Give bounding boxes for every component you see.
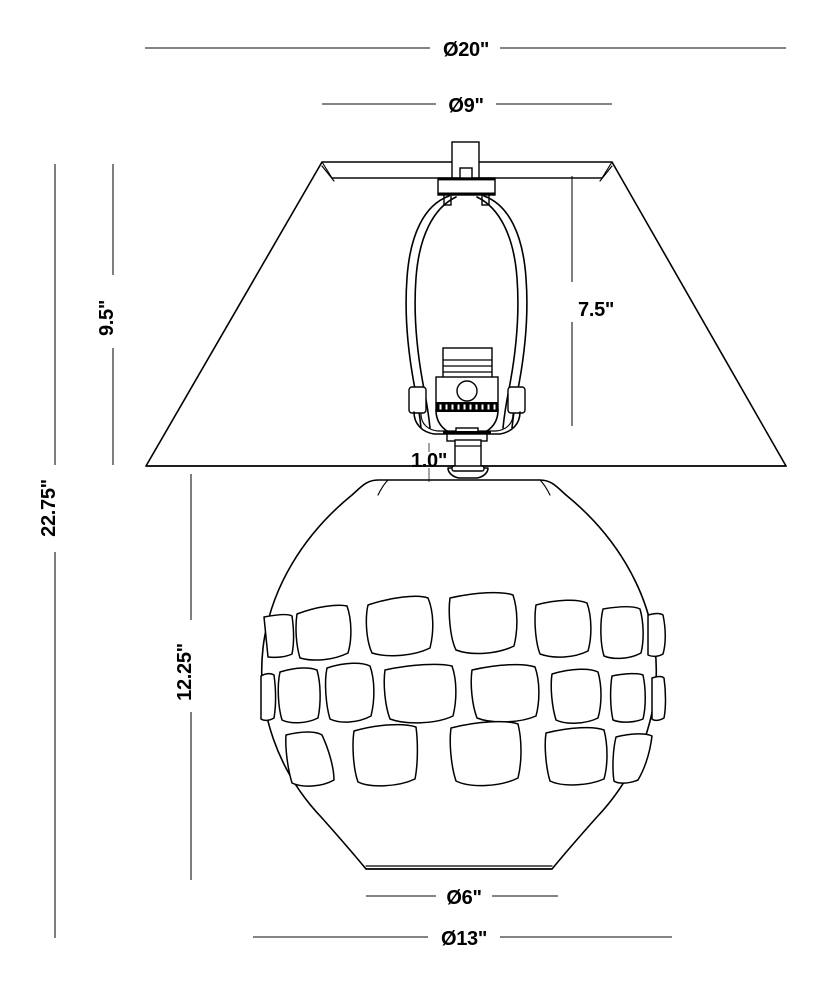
dim-label-harp-height: 7.5" <box>578 299 614 321</box>
body-shoulder-right <box>539 479 551 496</box>
cutout <box>470 663 540 723</box>
dim-overall-height: 22.75" <box>38 164 60 938</box>
dim-body-max-diameter: Ø13" <box>253 928 672 950</box>
cutout-row-3 <box>285 720 653 787</box>
harp <box>405 195 528 435</box>
cutout <box>448 591 518 655</box>
dim-label-body-max-diameter: Ø13" <box>441 928 487 950</box>
body-cutout-pattern <box>260 591 667 787</box>
neck-collar <box>447 467 489 479</box>
neck-column <box>454 439 482 469</box>
dim-base-foot-diameter: Ø6" <box>366 887 558 909</box>
cutout <box>352 723 419 787</box>
shade-rim-right-bevel <box>599 165 613 182</box>
cutout <box>612 733 653 784</box>
cutout <box>260 672 277 722</box>
dim-label-overall-height: 22.75" <box>38 479 60 537</box>
shade-rim-left-bevel <box>321 165 335 182</box>
harp-ferrule-right <box>507 386 526 414</box>
dim-harp-height: 7.5" <box>571 176 614 426</box>
cutout <box>651 675 667 722</box>
cutout-row-1 <box>263 591 666 661</box>
cutout <box>365 595 434 657</box>
cutout <box>449 720 522 787</box>
dim-label-base-foot-diameter: Ø6" <box>446 887 481 909</box>
fitting-plate-bottom-edge <box>438 192 495 195</box>
dim-shade-top-diameter: Ø9" <box>322 95 612 117</box>
dim-shade-bottom-diameter: Ø20" <box>145 39 786 61</box>
socket-knurl-band <box>436 402 498 412</box>
cutout <box>550 668 602 724</box>
lamp-body <box>260 479 667 870</box>
cutout <box>263 613 295 659</box>
dim-body-height: 12.25" <box>174 474 196 880</box>
cutout <box>277 667 321 724</box>
cutout <box>600 606 644 660</box>
socket-base-plate <box>443 431 491 434</box>
socket-knurl-teeth <box>438 403 497 411</box>
dim-label-neck-height: 1.0" <box>411 450 447 472</box>
dim-shade-height: 9.5" <box>96 164 118 465</box>
neck <box>447 439 489 479</box>
cutout <box>534 599 592 658</box>
harp-wire-left-inner <box>414 196 457 429</box>
cutout <box>647 612 666 658</box>
cutout-row-2 <box>260 662 667 724</box>
fitting-plate <box>437 177 496 196</box>
dim-label-shade-bottom-diameter: Ø20" <box>443 39 489 61</box>
harp-ferrule-left <box>408 386 427 414</box>
cutout <box>295 604 352 661</box>
dim-label-shade-top-diameter: Ø9" <box>448 95 483 117</box>
socket <box>435 347 499 442</box>
neck-collar-ring <box>451 465 485 472</box>
socket-switch-knob <box>456 380 478 402</box>
harp-wire-right-inner <box>476 196 519 429</box>
cutout <box>324 662 375 723</box>
fitting-plate-top-edge <box>438 178 495 181</box>
body-shoulder-left <box>377 479 389 496</box>
cutout <box>383 663 457 724</box>
cutout <box>609 672 646 723</box>
dim-label-body-height: 12.25" <box>174 643 196 701</box>
cutout <box>285 731 335 787</box>
dim-label-shade-height: 9.5" <box>96 300 118 336</box>
shade-fitting <box>437 167 496 206</box>
cutout <box>544 726 608 786</box>
